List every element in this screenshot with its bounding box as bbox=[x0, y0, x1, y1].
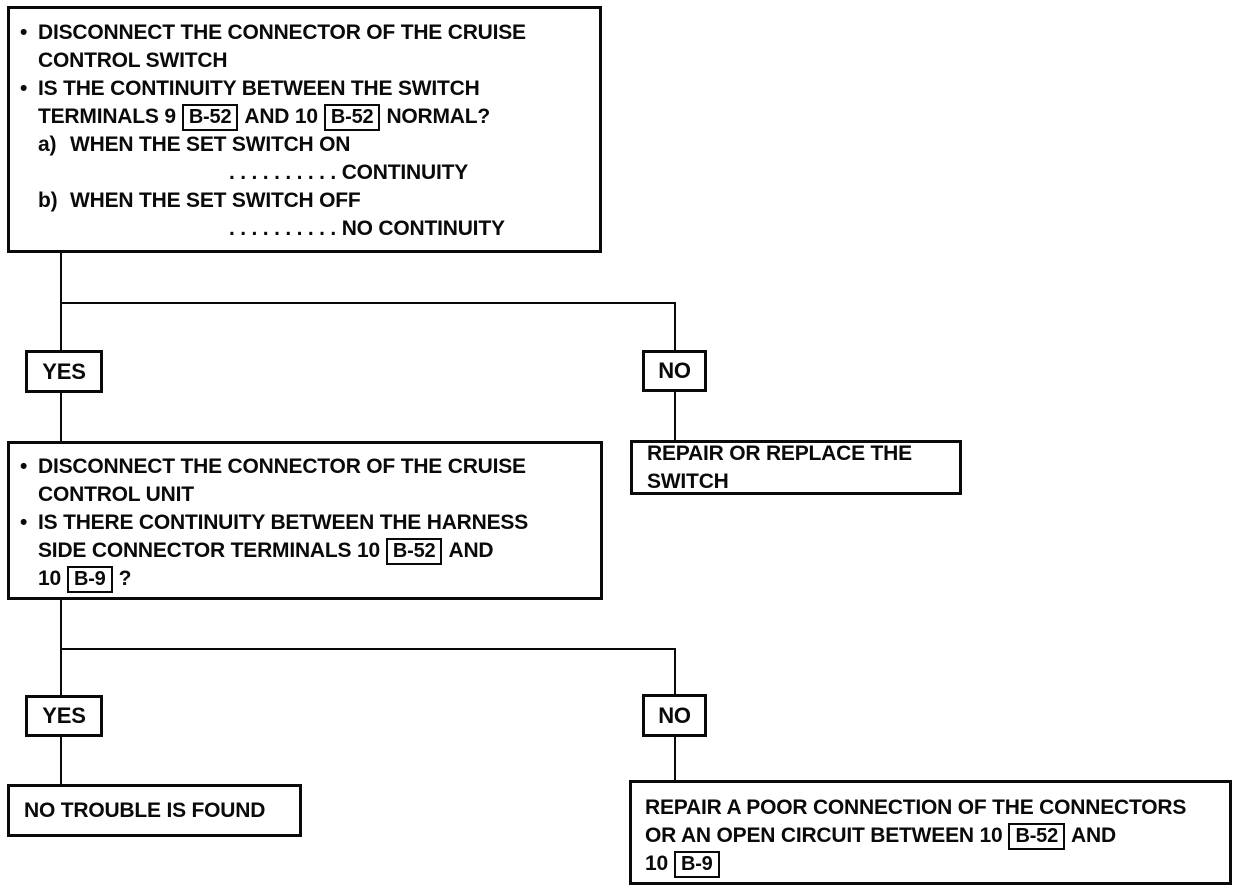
repair-connection-line2-post: AND bbox=[1071, 824, 1116, 847]
no-trouble-box: NO TROUBLE IS FOUND bbox=[7, 784, 302, 837]
step1-line2: CONTROL SWITCH bbox=[38, 49, 228, 72]
no-badge-1: NO bbox=[642, 350, 707, 392]
no-trouble-text: NO TROUBLE IS FOUND bbox=[24, 798, 266, 822]
item-b-result: . . . . . . . . . . NO CONTINUITY bbox=[229, 217, 505, 240]
connector-ref-b52: B-52 bbox=[181, 104, 239, 131]
item-b-label: b) bbox=[38, 189, 58, 212]
step1-line3: IS THE CONTINUITY BETWEEN THE SWITCH bbox=[38, 77, 480, 100]
step2-box: • DISCONNECT THE CONNECTOR OF THE CRUISE… bbox=[7, 441, 603, 600]
no-label: NO bbox=[658, 358, 691, 383]
step1-item-a: a) WHEN THE SET SWITCH ON bbox=[10, 131, 599, 159]
repair-switch-box: REPAIR OR REPLACE THE SWITCH bbox=[630, 440, 962, 495]
connector-ref-b9: B-9 bbox=[673, 851, 720, 878]
step1-box: • DISCONNECT THE CONNECTOR OF THE CRUISE… bbox=[7, 6, 602, 253]
flow-line-no2-down bbox=[674, 737, 676, 780]
connector-ref-b9: B-9 bbox=[66, 566, 113, 593]
yes-label: YES bbox=[42, 358, 86, 384]
flow-line-no1-down bbox=[674, 392, 676, 441]
flow-line-branch2-horizontal bbox=[60, 648, 676, 650]
flow-line-branch2-no-down bbox=[674, 648, 676, 694]
flow-line-yes2-down bbox=[60, 737, 62, 784]
connector-ref-b52: B-52 bbox=[385, 538, 443, 565]
step2-line3: IS THERE CONTINUITY BETWEEN THE HARNESS bbox=[38, 511, 529, 534]
flow-line-yes1-down bbox=[60, 393, 62, 441]
step2-line4-pre: SIDE CONNECTOR TERMINALS 10 bbox=[38, 539, 380, 562]
step1-line4-mid: AND 10 bbox=[244, 105, 318, 128]
step2-line2: CONTROL UNIT bbox=[38, 483, 194, 506]
no-label: NO bbox=[658, 702, 691, 728]
step2-bullet-line-1: • DISCONNECT THE CONNECTOR OF THE CRUISE bbox=[10, 453, 600, 481]
step1-line4-post: NORMAL? bbox=[386, 105, 491, 128]
item-b-text: WHEN THE SET SWITCH OFF bbox=[70, 189, 361, 212]
yes-badge-2: YES bbox=[25, 695, 103, 737]
step1-bullet-line-1: • DISCONNECT THE CONNECTOR OF THE CRUISE bbox=[10, 19, 599, 47]
yes-label: YES bbox=[42, 703, 86, 728]
connector-ref-b52: B-52 bbox=[323, 104, 381, 131]
repair-switch-text: REPAIR OR REPLACE THE SWITCH bbox=[647, 441, 912, 493]
item-a-label: a) bbox=[38, 133, 57, 156]
step2-line5-post: ? bbox=[118, 567, 132, 590]
bullet-icon: • bbox=[20, 21, 28, 44]
step2-line5-pre: 10 bbox=[38, 567, 61, 590]
item-a-text: WHEN THE SET SWITCH ON bbox=[70, 133, 351, 156]
yes-badge-1: YES bbox=[25, 350, 103, 393]
step2-line1: DISCONNECT THE CONNECTOR OF THE CRUISE bbox=[38, 455, 526, 478]
step1-bullet-line-2: • IS THE CONTINUITY BETWEEN THE SWITCH bbox=[10, 75, 599, 103]
bullet-icon: • bbox=[20, 511, 28, 534]
bullet-icon: • bbox=[20, 455, 28, 478]
connector-ref-b52: B-52 bbox=[1008, 823, 1066, 850]
step1-line1: DISCONNECT THE CONNECTOR OF THE CRUISE bbox=[38, 21, 526, 44]
flow-line-branch1-no-down bbox=[674, 302, 676, 350]
repair-connection-box: REPAIR A POOR CONNECTION OF THE CONNECTO… bbox=[629, 780, 1232, 885]
item-a-result: . . . . . . . . . . CONTINUITY bbox=[229, 161, 469, 184]
repair-connection-line2-pre: OR AN OPEN CIRCUIT BETWEEN 10 bbox=[645, 824, 1003, 847]
repair-connection-line3-pre: 10 bbox=[645, 852, 668, 875]
repair-connection-line1: REPAIR A POOR CONNECTION OF THE CONNECTO… bbox=[645, 796, 1187, 819]
flow-line-branch1-horizontal bbox=[60, 302, 676, 304]
step1-item-b: b) WHEN THE SET SWITCH OFF bbox=[10, 187, 599, 215]
bullet-icon: • bbox=[20, 77, 28, 100]
step2-line4-post: AND bbox=[448, 539, 494, 562]
step1-line4-pre: TERMINALS 9 bbox=[38, 105, 176, 128]
flow-line-step2-down bbox=[60, 600, 62, 695]
no-badge-2: NO bbox=[642, 694, 707, 737]
step2-bullet-line-2: • IS THERE CONTINUITY BETWEEN THE HARNES… bbox=[10, 509, 600, 537]
